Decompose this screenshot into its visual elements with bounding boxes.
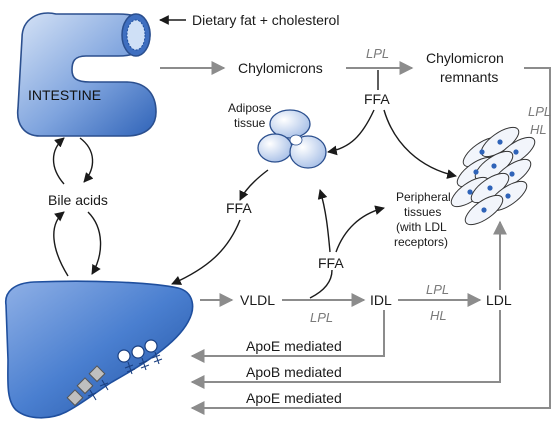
receptor-square-icon	[76, 377, 94, 395]
dietary-input-label: Dietary fat + cholesterol	[192, 12, 339, 28]
receptor-stalks	[87, 351, 163, 401]
hl-right-label: HL	[530, 122, 547, 137]
bile-acids-label: Bile acids	[48, 192, 108, 208]
peripheral-label-2: tissues	[404, 205, 441, 219]
lpl-idl-label: LPL	[426, 282, 449, 297]
adipose-label-2: tissue	[234, 116, 266, 130]
peripheral-label-3: (with LDL	[396, 220, 447, 234]
chylomicrons-label: Chylomicrons	[238, 60, 323, 76]
lpl-right-label: LPL	[528, 104, 551, 119]
chylomicron-remnants-label-2: remnants	[440, 69, 498, 85]
idl-label: IDL	[370, 292, 392, 308]
receptor-square-icon	[66, 389, 84, 407]
adipose-label-1: Adipose	[228, 101, 272, 115]
peripheral-label-1: Peripheral	[396, 190, 451, 204]
adipose-to-ffa-arrow	[239, 169, 269, 201]
ffa-to-liver-arrow	[171, 219, 241, 285]
ffa-mid-to-peripheral-arrow	[335, 205, 385, 253]
lpl-top-label: LPL	[366, 46, 389, 61]
ldl-receptor-circle-icon	[117, 349, 131, 363]
ldl-apob-return-arrow	[190, 310, 501, 389]
liver-organ	[5, 280, 194, 419]
vldl-ffa-stem	[309, 269, 333, 299]
chylomicron-remnants-label-1: Chylomicron	[426, 50, 504, 66]
bile-to-intestine-arrow	[52, 137, 65, 185]
lpl-vldl-label: LPL	[310, 310, 333, 325]
muscle-cells-icon	[450, 126, 536, 226]
peripheral-label-4: receptors)	[394, 235, 448, 249]
bile-to-liver-arrow	[87, 211, 102, 275]
muscle-nuclei	[467, 139, 519, 213]
vldl-label: VLDL	[240, 292, 275, 308]
intestine-to-bile-arrow	[79, 137, 94, 183]
apoe-mediated-1-label: ApoE mediated	[246, 338, 342, 354]
ldl-receptor-circle-icon	[144, 339, 158, 353]
ldl-receptor-circle-icon	[131, 345, 145, 359]
apoe-mediated-2-label: ApoE mediated	[246, 390, 342, 406]
idl-apoe-return-arrow	[190, 310, 385, 363]
ldl-label: LDL	[486, 292, 512, 308]
ffa-to-adipose-arrow	[327, 109, 375, 156]
ffa-left-label: FFA	[226, 200, 252, 216]
liver-to-bile-arrow	[53, 211, 69, 277]
apob-mediated-label: ApoB mediated	[246, 364, 342, 380]
intestine-organ: INTESTINE	[16, 12, 157, 137]
remnants-to-liver-arrow	[190, 67, 551, 415]
adipose-tissue-icon	[257, 109, 327, 169]
hl-idl-label: HL	[430, 308, 447, 323]
intestine-label: INTESTINE	[28, 87, 101, 103]
ffa-top-label: FFA	[364, 91, 390, 107]
receptor-square-icon	[88, 365, 106, 383]
ffa-mid-to-adipose-arrow	[317, 189, 331, 253]
ffa-mid-label: FFA	[318, 255, 344, 271]
ffa-to-muscle-arrow	[383, 109, 457, 179]
